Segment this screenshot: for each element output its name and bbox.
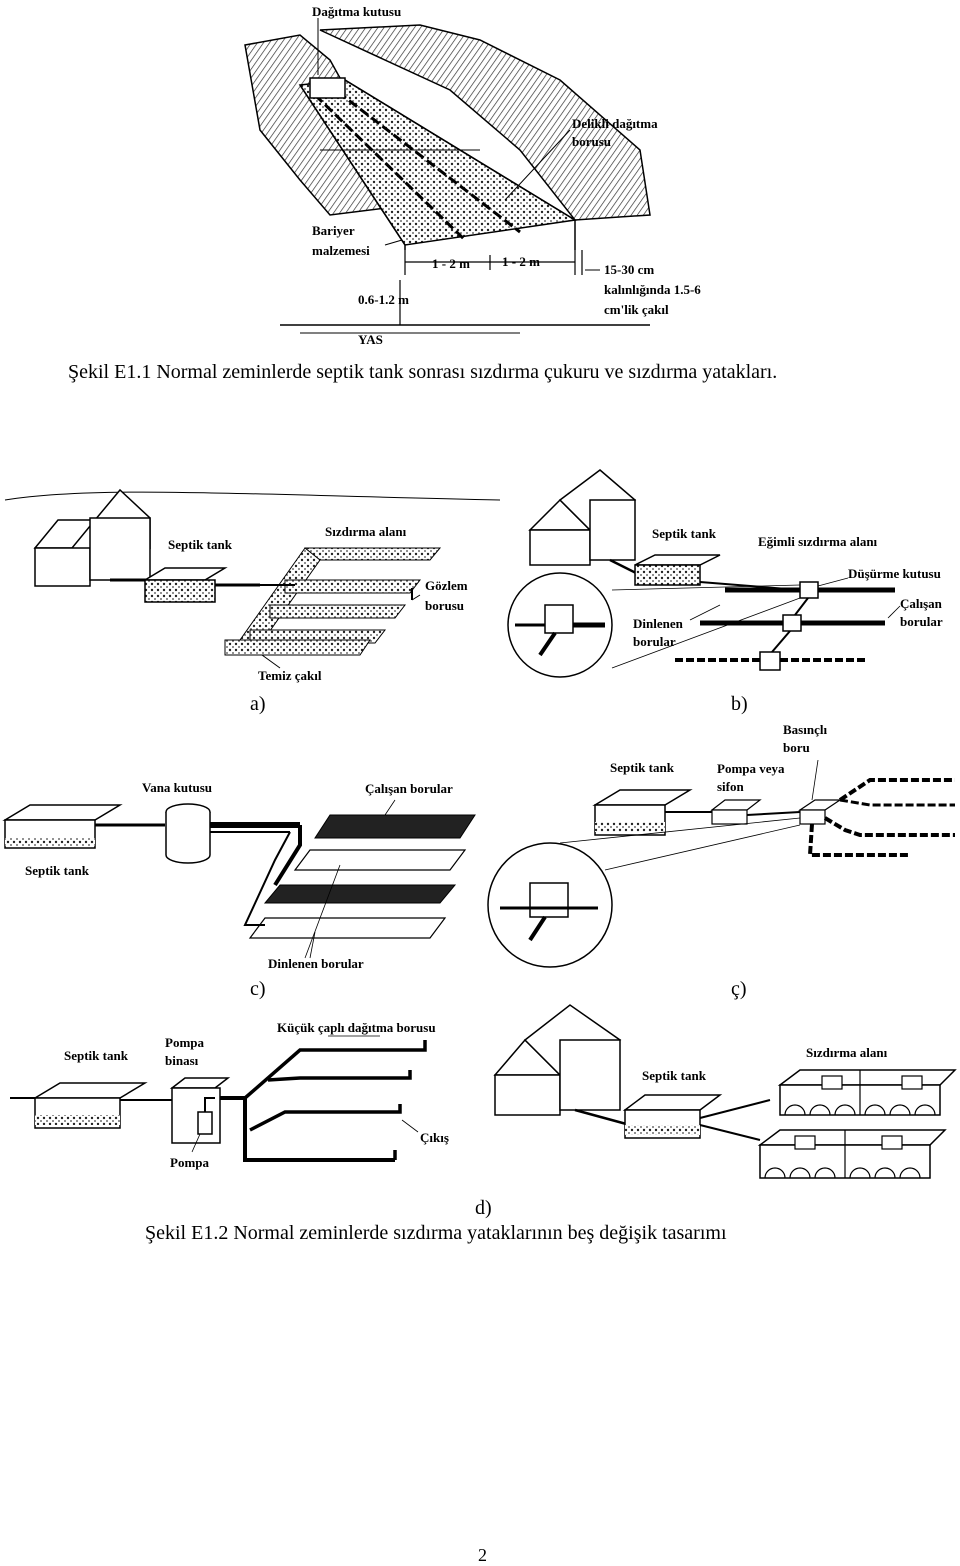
label-cc-pressure: Basınçlı — [783, 722, 827, 737]
label-gravel: 15-30 cm — [604, 262, 654, 277]
figure1-labels: Dağıtma kutusu Delikli dağıtma borusu Ba… — [312, 4, 701, 347]
label-b-sloped: Eğimli sızdırma alanı — [758, 534, 878, 549]
label-b-septic: Septik tank — [652, 526, 717, 541]
label-c-working: Çalışan borular — [365, 781, 453, 796]
panel-c-illustration — [2, 799, 476, 959]
subfigure-letter-a: a) — [250, 693, 266, 715]
panel-cc-illustration — [487, 759, 955, 968]
panel-e-labels: Septik tank Sızdırma alanı — [642, 1045, 888, 1083]
label-barrier-2: malzemesi — [312, 243, 370, 258]
label-gravel-3: cm'lik çakıl — [604, 302, 669, 317]
label-c-valve: Vana kutusu — [142, 780, 212, 795]
label-d-outlet: Çıkış — [420, 1130, 449, 1145]
panel-cc-labels: Septik tank Pompa veya sifon Basınçlı bo… — [610, 722, 827, 794]
subfigure-letter-cc: ç) — [731, 978, 747, 1000]
panel-b-labels: Septik tank Eğimli sızdırma alanı Düşürm… — [633, 526, 943, 649]
label-e-septic: Septik tank — [642, 1068, 707, 1083]
label-d-pump: Pompa — [170, 1155, 210, 1170]
label-barrier: Bariyer — [312, 223, 355, 238]
label-a-observation: Gözlem — [425, 578, 468, 593]
label-gravel-2: kalınlığında 1.5-6 — [604, 282, 701, 297]
label-cc-pump: Pompa veya — [717, 761, 785, 776]
panel-e-illustration — [493, 1004, 957, 1179]
page-number: 2 — [478, 1545, 487, 1565]
label-d-pumphouse: Pompa — [165, 1035, 205, 1050]
label-a-area: Sızdırma alanı — [325, 524, 407, 539]
label-b-resting: Dinlenen — [633, 616, 684, 631]
panel-d-labels: Septik tank Pompa binası Küçük çaplı dağ… — [64, 1020, 449, 1170]
label-width-a: 1 - 2 m — [432, 256, 470, 271]
panel-d-illustration — [10, 1035, 427, 1162]
subfigure-letter-c: c) — [250, 978, 266, 1000]
label-b-resting-2: borular — [633, 634, 676, 649]
figure2-caption: Şekil E1.2 Normal zeminlerde sızdırma ya… — [145, 1222, 727, 1244]
label-a-observation-2: borusu — [425, 598, 464, 613]
label-d-smallpipe: Küçük çaplı dağıtma borusu — [277, 1020, 436, 1035]
subfigure-letter-b: b) — [731, 693, 748, 715]
label-perforated-pipe-2: borusu — [572, 134, 611, 149]
label-distribution-box: Dağıtma kutusu — [312, 4, 401, 19]
trench-illustration — [244, 18, 651, 334]
panel-a-illustration — [4, 488, 501, 669]
label-c-resting: Dinlenen borular — [268, 956, 364, 971]
label-d-pumphouse-2: binası — [165, 1053, 199, 1068]
label-e-area: Sızdırma alanı — [806, 1045, 888, 1060]
label-width-b: 1 - 2 m — [502, 254, 540, 269]
subfigure-letter-d: d) — [475, 1197, 492, 1219]
label-b-working: Çalışan — [900, 596, 943, 611]
label-cc-septic: Septik tank — [610, 760, 675, 775]
label-b-working-2: borular — [900, 614, 943, 629]
label-c-septic: Septik tank — [25, 863, 90, 878]
label-cc-pressure-2: boru — [783, 740, 810, 755]
label-cc-pump-2: sifon — [717, 779, 745, 794]
panel-a-labels: Septik tank Sızdırma alanı Gözlem borusu… — [168, 524, 468, 683]
panel-b-illustration — [507, 469, 901, 678]
label-perforated-pipe: Delikli dağıtma — [572, 116, 658, 131]
label-yas: YAS — [358, 332, 383, 347]
label-a-septic: Septik tank — [168, 537, 233, 552]
label-b-drop: Düşürme kutusu — [848, 566, 941, 581]
label-a-gravel: Temiz çakıl — [258, 668, 322, 683]
panel-c-labels: Vana kutusu Çalışan borular Septik tank … — [25, 780, 453, 971]
label-depth: 0.6-1.2 m — [358, 292, 409, 307]
label-d-septic: Septik tank — [64, 1048, 129, 1063]
figure1-caption: Şekil E1.1 Normal zeminlerde septik tank… — [68, 361, 778, 383]
